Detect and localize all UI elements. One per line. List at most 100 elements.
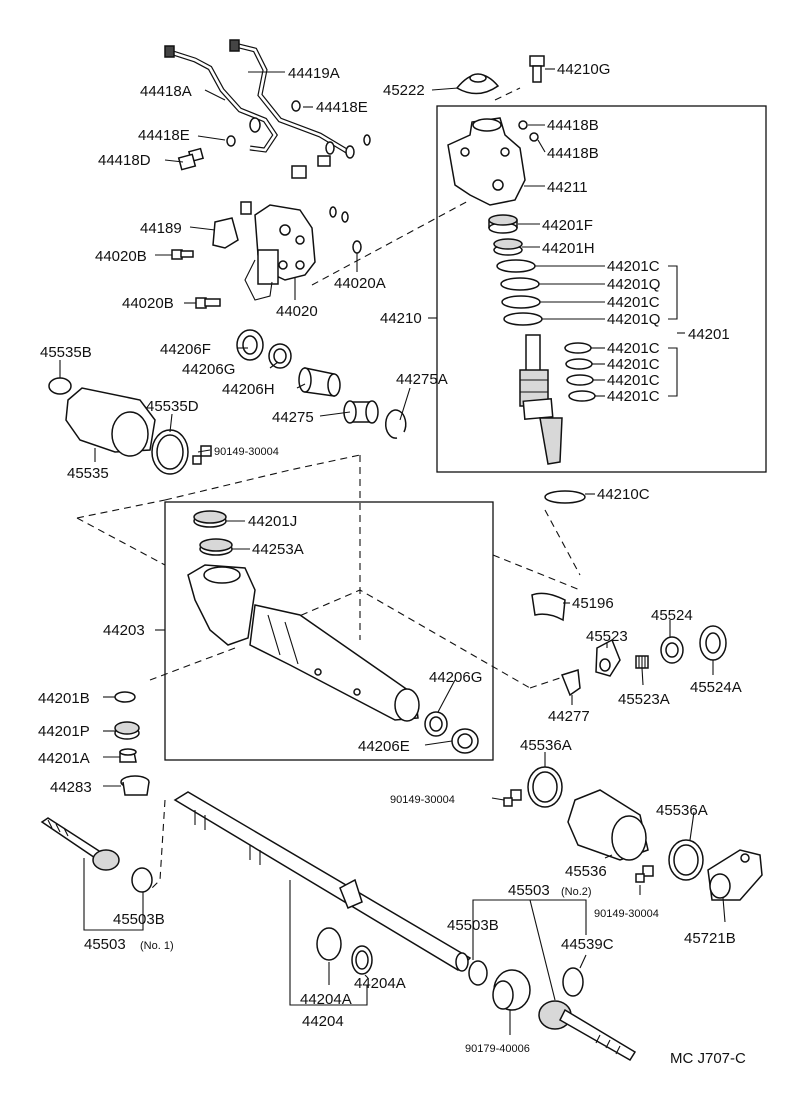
label-44210G: 44210G (557, 61, 610, 78)
label-44020: 44020 (276, 303, 318, 320)
valve-housing-44020 (240, 201, 316, 301)
bushing-44206H (298, 367, 341, 397)
bracket-45721B (707, 849, 763, 901)
bolt-90149-right (635, 865, 654, 883)
union-bolt-center (291, 155, 331, 179)
label-44201C-5: 44201C (607, 372, 660, 389)
label-44206G-1: 44206G (182, 361, 235, 378)
adjusting-screw-45524 (660, 636, 684, 664)
control-valve-box (436, 105, 767, 473)
clamp-45535B (48, 377, 72, 395)
valve-body-44211 (447, 117, 526, 206)
bolt-44210G (529, 55, 545, 83)
label-44201Q-2: 44201Q (607, 311, 660, 328)
label-44201C-4: 44201C (607, 356, 660, 373)
ball-joint-90179 (492, 969, 531, 1011)
label-44419A: 44419A (288, 65, 340, 82)
label-44201C-1: 44201C (607, 258, 660, 275)
ring-44206G-upper (268, 343, 292, 369)
seal-44206F (236, 329, 264, 361)
washer-44201B (114, 691, 136, 703)
label-44201B: 44201B (38, 690, 90, 707)
label-44275A: 44275A (396, 371, 448, 388)
bearing-44201F (488, 214, 518, 234)
label-45535D: 45535D (146, 398, 199, 415)
gasket-44418E-a (291, 100, 301, 112)
label-45503-no2: 45503 (508, 882, 550, 899)
label-90149-30004-1: 90149-30004 (214, 446, 279, 458)
bushing-44204A-b (351, 945, 373, 975)
label-90149-30004-2: 90149-30004 (390, 794, 455, 806)
label-90149-30004-3: 90149-30004 (594, 908, 659, 920)
washer-45503B-no1 (131, 867, 153, 893)
tie-rod-no1 (40, 817, 120, 871)
pressure-pipes (164, 39, 355, 159)
label-45196: 45196 (572, 595, 614, 612)
bolt-44020B-lower (195, 297, 221, 309)
dashed-assembly-lines (76, 87, 581, 891)
screw-44418B-a (518, 120, 528, 130)
clamp-45536A-upper (527, 766, 563, 808)
label-44203: 44203 (103, 622, 145, 639)
screw-44418B-b (529, 132, 539, 142)
label-44418D: 44418D (98, 152, 151, 169)
pinion-valve-shaft (519, 334, 563, 465)
label-44201A: 44201A (38, 750, 90, 767)
label-45523A: 45523A (618, 691, 670, 708)
ring-44539C (562, 967, 584, 997)
rack-guide-45523 (595, 638, 621, 677)
label-45536A-2: 45536A (656, 802, 708, 819)
ring-44206G-lower (424, 711, 448, 737)
label-44283: 44283 (50, 779, 92, 796)
seal-44206E (451, 728, 479, 754)
label-44277: 44277 (548, 708, 590, 725)
plate-44277 (561, 669, 581, 697)
spring-45523A (635, 655, 649, 669)
label-44275: 44275 (272, 409, 314, 426)
label-45503B-2: 45503B (447, 917, 499, 934)
label-44206E: 44206E (358, 738, 410, 755)
label-45721B: 45721B (684, 930, 736, 947)
label-44201J: 44201J (248, 513, 297, 530)
label-44206F: 44206F (160, 341, 211, 358)
steering-rack-44204 (173, 791, 472, 972)
diagram-code: MC J707-C (670, 1050, 746, 1067)
label-45503B-1: 45503B (113, 911, 165, 928)
label-44201: 44201 (688, 326, 730, 343)
nut-44201A (119, 748, 137, 763)
label-44020B-1: 44020B (95, 248, 147, 265)
union-bolt-44418D (177, 147, 205, 171)
dust-cover-45222 (455, 73, 500, 95)
label-44201C-6: 44201C (607, 388, 660, 405)
label-44253A: 44253A (252, 541, 304, 558)
label-44201C-3: 44201C (607, 340, 660, 357)
tie-rod-no2 (538, 1000, 637, 1062)
label-44418A: 44418A (140, 83, 192, 100)
lock-nut-45524A (699, 625, 727, 661)
bolt-90149-mid (503, 789, 522, 807)
clamp-45535D (151, 429, 189, 475)
label-45536A-1: 45536A (520, 737, 572, 754)
cap-44283 (120, 775, 150, 796)
bellows-boot-45536 (567, 789, 649, 861)
label-44418B-1: 44418B (547, 117, 599, 134)
label-45535B: 45535B (40, 344, 92, 361)
o-rings-44020A (329, 206, 362, 254)
label-44418E-1: 44418E (316, 99, 368, 116)
label-44206G-2: 44206G (429, 669, 482, 686)
label-45524A: 45524A (690, 679, 742, 696)
label-44201Q-1: 44201Q (607, 276, 660, 293)
bushing-44204A-a (316, 927, 342, 961)
rack-housing-44203 (187, 564, 420, 722)
label-44201P: 44201P (38, 723, 90, 740)
clamp-45536A-lower (668, 839, 704, 881)
label-44206H: 44206H (222, 381, 275, 398)
label-44539C: 44539C (561, 936, 614, 953)
label-44418B-2: 44418B (547, 145, 599, 162)
part-number-labels: 44419A 44418A 44418E 44418E 44418D 45222… (38, 61, 746, 1067)
label-44204A-2: 44204A (354, 975, 406, 992)
label-45535: 45535 (67, 465, 109, 482)
label-44201H: 44201H (542, 240, 595, 257)
label-45503-no1: 45503 (84, 936, 126, 953)
